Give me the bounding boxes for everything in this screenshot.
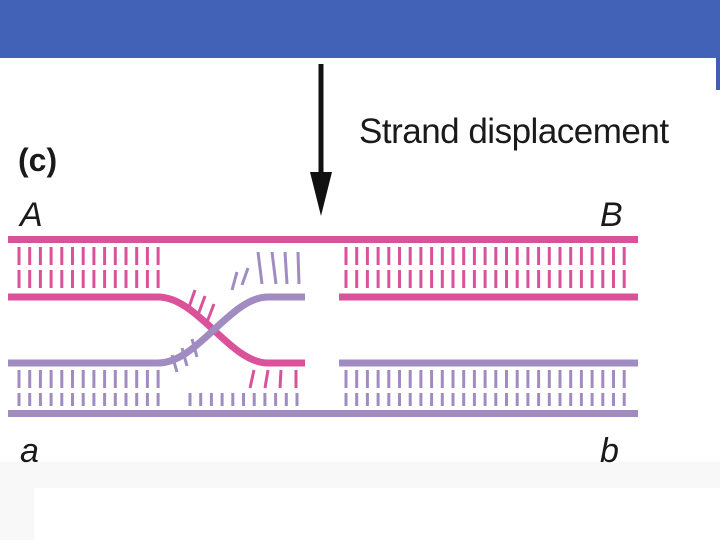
- strand-top-inner-right: [339, 293, 638, 301]
- base-pair-rung: [283, 251, 289, 285]
- base-pair-rung: [263, 369, 270, 389]
- base-pair-rung: [230, 271, 239, 291]
- strand-top-outer: [8, 236, 638, 243]
- allele-label-bottom-left: a: [20, 432, 39, 470]
- slide-header-banner: [0, 0, 720, 58]
- base-pair-rung: [205, 303, 216, 323]
- base-pair-rung: [270, 251, 278, 285]
- slide-header-edge: [716, 58, 720, 90]
- allele-label-top-left: A: [20, 196, 43, 234]
- strand-bottom-inner-right: [339, 359, 638, 367]
- base-pair-rung: [256, 251, 264, 285]
- base-pair-rung: [196, 295, 207, 316]
- slide-footer-box: [34, 488, 720, 540]
- process-label: Strand displacement: [359, 112, 669, 151]
- base-pair-rungs: [17, 247, 626, 406]
- base-pair-rung: [240, 267, 250, 286]
- strand-top-inner-left-crossing: [8, 293, 305, 367]
- base-pair-rung: [248, 369, 256, 389]
- arrow-head: [310, 172, 332, 216]
- strand-bottom-outer: [8, 410, 638, 417]
- allele-label-top-right: B: [600, 196, 623, 234]
- base-pair-rung: [296, 251, 301, 285]
- base-pair-rung: [278, 369, 283, 389]
- allele-label-bottom-right: b: [600, 432, 619, 470]
- panel-label: (c): [18, 142, 58, 178]
- strand-bottom-inner-left-crossing: [8, 293, 305, 367]
